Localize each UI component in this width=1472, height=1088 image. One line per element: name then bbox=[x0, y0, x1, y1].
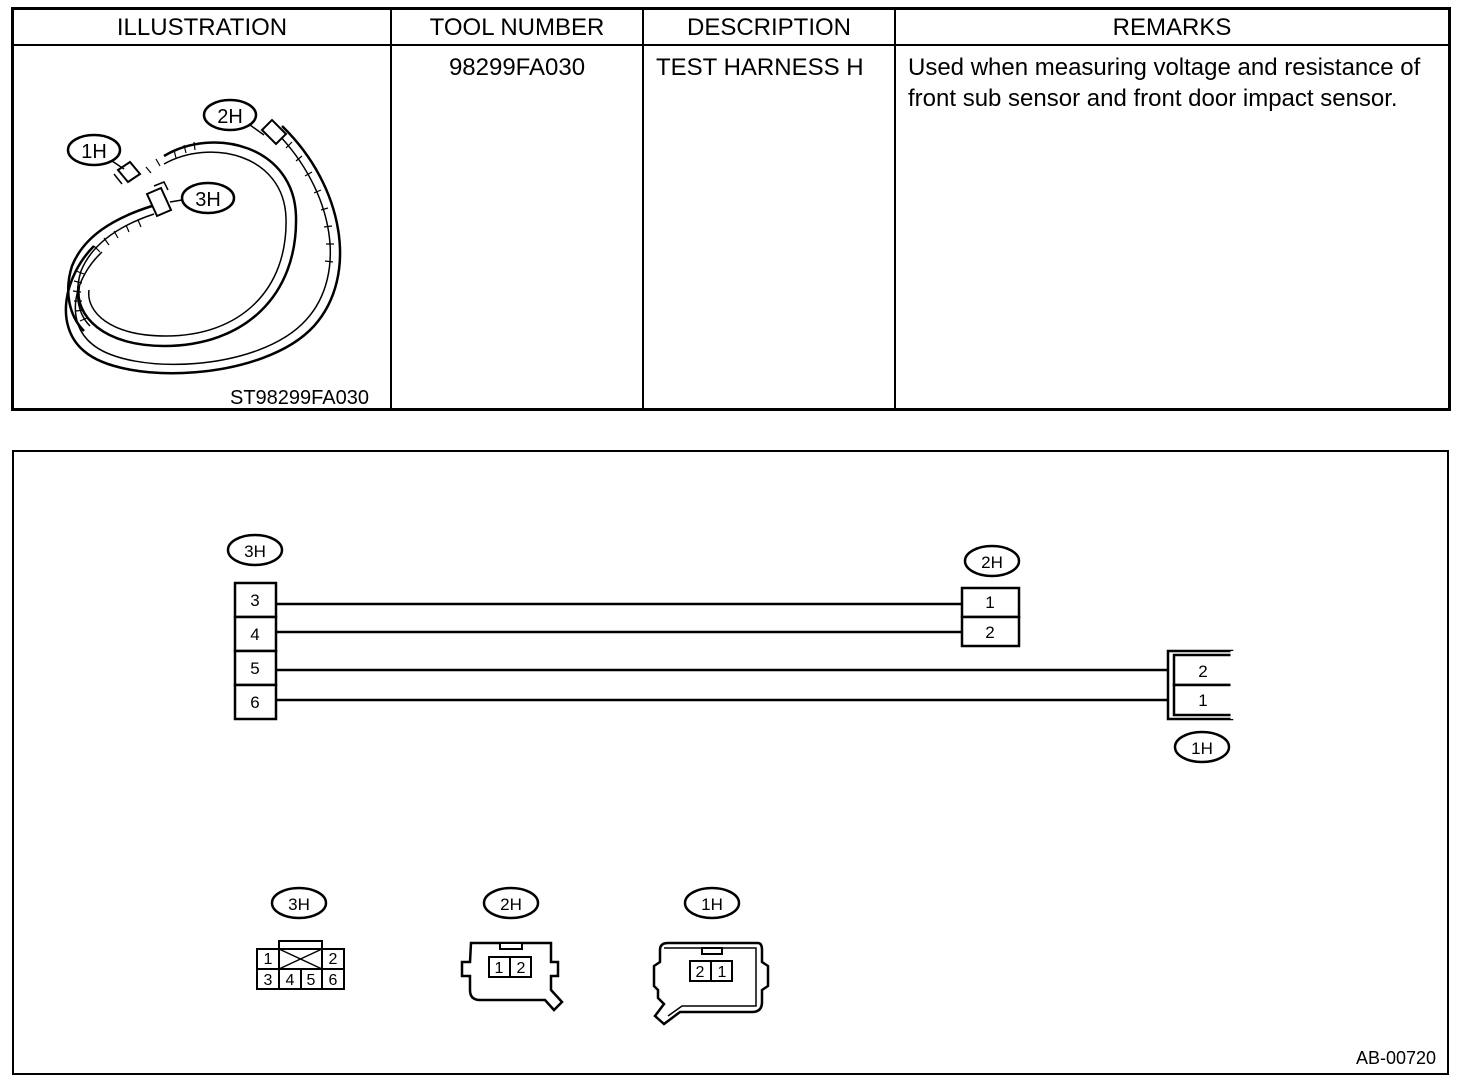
header-remarks: REMARKS bbox=[1112, 14, 1232, 41]
face-1h-pin: 1 bbox=[718, 964, 727, 981]
connector-face-2h: 2H 1 2 bbox=[460, 886, 564, 1012]
face-3h-pin: 6 bbox=[329, 972, 338, 989]
pin-1h: 2 bbox=[1198, 662, 1207, 681]
face-2h-pin: 1 bbox=[495, 960, 504, 977]
illustration-label-3h: 3H bbox=[195, 189, 221, 211]
tool-table: ILLUSTRATION TOOL NUMBER DESCRIPTION REM… bbox=[11, 7, 1451, 411]
header-illustration: ILLUSTRATION bbox=[116, 14, 288, 41]
face-3h-pin: 5 bbox=[307, 972, 316, 989]
header-tool-number: TOOL NUMBER bbox=[429, 14, 605, 41]
connector-3h-label: 3H bbox=[244, 542, 266, 561]
harness-illustration: 1H 2H 3H bbox=[64, 98, 342, 375]
pin-3h: 6 bbox=[250, 693, 259, 712]
wiring-diagram-frame bbox=[12, 450, 1449, 1075]
face-3h-pin: 1 bbox=[264, 951, 273, 968]
column-divider bbox=[390, 10, 392, 408]
header-divider bbox=[14, 44, 1448, 46]
face-2h-pin: 2 bbox=[517, 960, 526, 977]
pin-3h: 3 bbox=[250, 591, 259, 610]
illustration-label-1h: 1H bbox=[81, 141, 107, 163]
face-2h-label: 2H bbox=[500, 895, 522, 914]
header-description: DESCRIPTION bbox=[686, 14, 851, 41]
face-1h-label: 1H bbox=[701, 895, 723, 914]
pin-2h: 2 bbox=[985, 623, 994, 642]
description-value: TEST HARNESS H bbox=[656, 54, 864, 81]
face-3h-pin: 4 bbox=[286, 972, 295, 989]
connector-1h: 2 1 1H bbox=[1166, 649, 1234, 764]
connector-3h: 3H 3 4 5 6 bbox=[226, 533, 284, 721]
remarks-value: Used when measuring voltage and resistan… bbox=[908, 54, 1421, 112]
column-divider bbox=[642, 10, 644, 408]
face-1h-pin: 2 bbox=[696, 964, 705, 981]
connector-face-3h: 3H 1 2 3 4 5 6 bbox=[256, 886, 345, 990]
pin-2h: 1 bbox=[985, 593, 994, 612]
pin-3h: 5 bbox=[250, 659, 259, 678]
connector-2h: 2H 1 2 bbox=[960, 544, 1021, 648]
face-3h-label: 3H bbox=[288, 895, 310, 914]
illustration-label-2h: 2H bbox=[217, 106, 243, 128]
illustration-code: ST98299FA030 bbox=[230, 387, 369, 409]
face-3h-pin: 2 bbox=[329, 951, 338, 968]
connector-1h-label: 1H bbox=[1191, 739, 1213, 758]
pin-3h: 4 bbox=[250, 625, 259, 644]
tool-number-value: 98299FA030 bbox=[448, 54, 586, 81]
pin-1h: 1 bbox=[1198, 691, 1207, 710]
connector-2h-label: 2H bbox=[981, 553, 1003, 572]
column-divider bbox=[894, 10, 896, 408]
face-3h-pin: 3 bbox=[264, 972, 273, 989]
connector-face-1h: 1H 2 1 bbox=[652, 886, 770, 1026]
figure-code: AB-00720 bbox=[1356, 1048, 1436, 1068]
